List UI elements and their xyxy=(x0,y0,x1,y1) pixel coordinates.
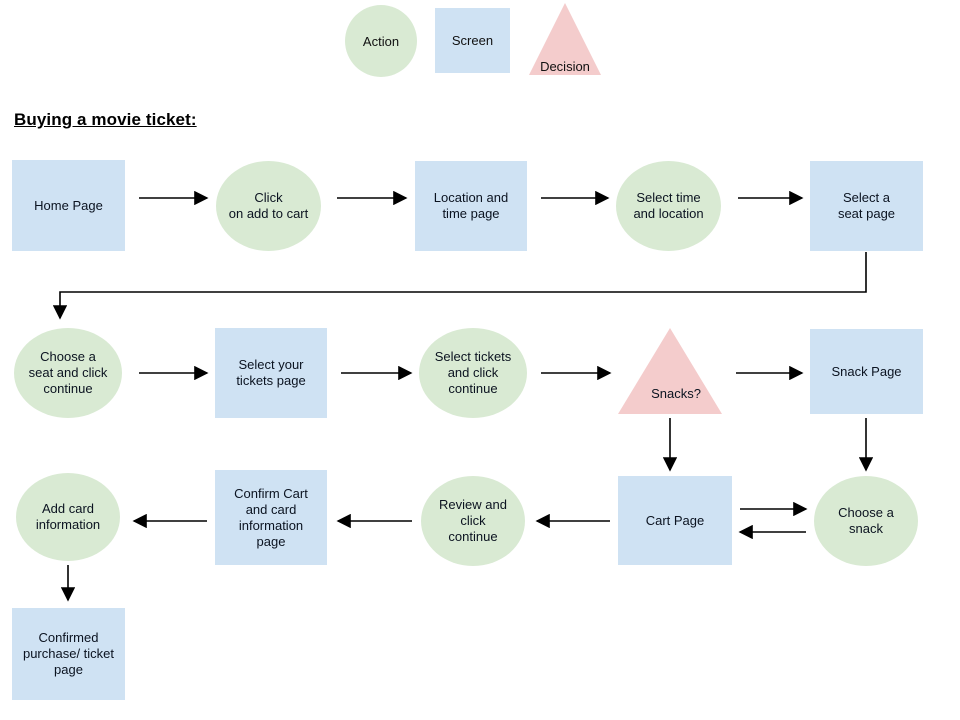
node-snacks-decision[interactable]: Snacks? xyxy=(618,328,722,414)
node-label: Select tickets and click continue xyxy=(434,349,512,396)
legend-action-label: Action xyxy=(362,33,400,49)
node-location-and-time-page[interactable]: Location and time page xyxy=(415,161,527,251)
node-label: Confirm Cart and card information page xyxy=(234,485,308,549)
node-label: Home Page xyxy=(34,197,103,213)
node-label: Snacks? xyxy=(651,386,701,401)
node-confirmed-purchase-ticket-page[interactable]: Confirmed purchase/ ticket page xyxy=(12,608,125,700)
node-review-and-click-continue[interactable]: Review and click continue xyxy=(421,476,525,566)
node-select-a-seat-page[interactable]: Select a seat page xyxy=(810,161,923,251)
node-select-tickets-and-click-continue[interactable]: Select tickets and click continue xyxy=(419,328,527,418)
edge-seatpage-to-chooseseat xyxy=(52,252,867,320)
legend-action-shape: Action xyxy=(345,5,417,77)
legend-screen-shape: Screen xyxy=(435,8,510,73)
node-label: Review and click continue xyxy=(439,497,507,544)
node-choose-a-seat-and-click-continue[interactable]: Choose a seat and click continue xyxy=(14,328,122,418)
triangle-icon xyxy=(618,328,722,414)
node-cart-page[interactable]: Cart Page xyxy=(618,476,732,565)
node-label: Add card information xyxy=(35,501,101,532)
node-label: Select a seat page xyxy=(837,190,896,221)
node-select-time-and-location[interactable]: Select time and location xyxy=(616,161,721,251)
node-label: Snack Page xyxy=(831,363,902,379)
node-label: Location and time page xyxy=(433,190,509,221)
legend-screen-label: Screen xyxy=(451,33,494,48)
legend-decision-shape: Decision xyxy=(529,3,601,75)
node-label: Select your tickets page xyxy=(236,357,306,388)
node-confirm-cart-and-card-information-page[interactable]: Confirm Cart and card information page xyxy=(215,470,327,565)
node-select-your-tickets-page[interactable]: Select your tickets page xyxy=(215,328,327,418)
legend-decision-label: Decision xyxy=(540,59,590,74)
node-label: Choose a seat and click continue xyxy=(28,349,108,396)
node-click-on-add-to-cart[interactable]: Click on add to cart xyxy=(216,161,321,251)
node-label: Select time and location xyxy=(633,190,704,221)
node-add-card-information[interactable]: Add card information xyxy=(16,473,120,561)
node-label: Click on add to cart xyxy=(228,190,309,221)
page-title: Buying a movie ticket: xyxy=(14,110,197,129)
node-snack-page[interactable]: Snack Page xyxy=(810,329,923,414)
node-label: Choose a snack xyxy=(838,505,894,536)
node-home-page[interactable]: Home Page xyxy=(12,160,125,251)
node-choose-a-snack[interactable]: Choose a snack xyxy=(814,476,918,566)
triangle-icon xyxy=(529,3,601,75)
node-label: Cart Page xyxy=(645,512,705,528)
node-label: Confirmed purchase/ ticket page xyxy=(22,630,115,677)
